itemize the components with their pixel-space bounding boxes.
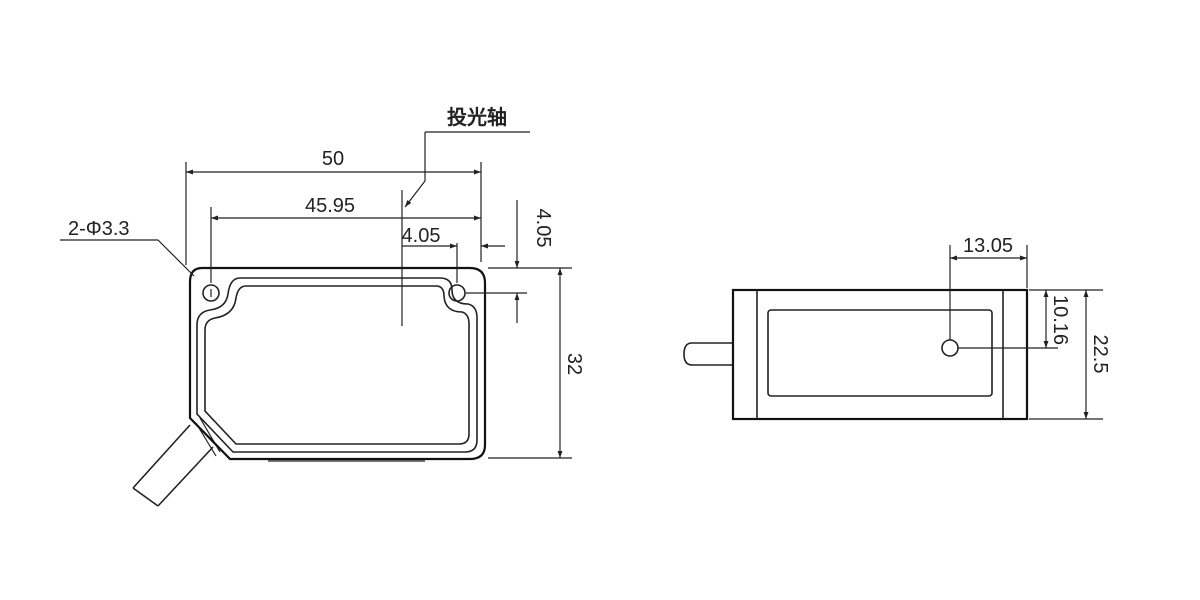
dim-axis-offset: 4.05 (402, 225, 441, 247)
front-cable (132, 417, 221, 507)
front-window-outer (196, 277, 478, 453)
side-housing-outline (731, 288, 1029, 421)
mounting-hole-left (202, 284, 220, 302)
dim-hole-spacing: 45.95 (305, 195, 355, 217)
dim-axis-horizontal: 13.05 (963, 235, 1013, 257)
front-window-inner (204, 285, 470, 445)
mounting-hole-right (448, 284, 466, 302)
side-cable (683, 342, 733, 366)
front-housing-outline (188, 266, 487, 461)
dim-depth: 22.5 (1089, 335, 1111, 374)
holes-note: 2-Φ3.3 (68, 218, 130, 240)
side-emitter-hole (941, 339, 959, 357)
dim-height: 32 (563, 353, 585, 375)
front-view: 50 45.95 4.05 4.05 32 2-Φ3.3 投光轴 (60, 105, 585, 507)
side-window (767, 309, 993, 397)
dim-hole-vertical-offset: 4.05 (532, 209, 554, 248)
emitter-axis-label: 投光轴 (447, 105, 507, 129)
side-view: 13.05 10.16 22.5 (683, 235, 1111, 421)
dim-width-overall: 50 (322, 148, 344, 170)
dim-axis-vertical: 10.16 (1049, 295, 1071, 345)
